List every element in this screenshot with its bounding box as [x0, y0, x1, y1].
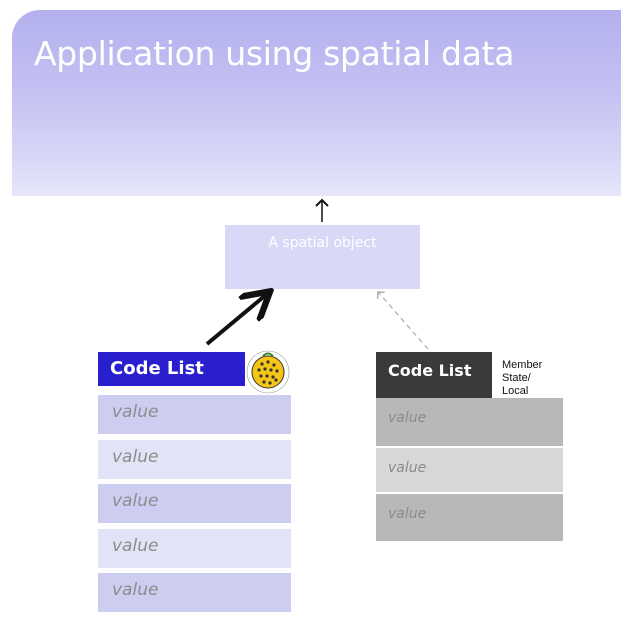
value-text: value — [112, 491, 159, 511]
code-list-value-row: value — [98, 439, 291, 479]
arrow-inspire-to-object — [205, 294, 267, 346]
value-text: value — [388, 460, 427, 476]
value-text: value — [388, 506, 427, 522]
code-list-value-row: value — [376, 448, 563, 492]
scope-line: State/ — [502, 372, 531, 384]
application-banner: Application using spatial data — [12, 10, 621, 196]
value-text: value — [112, 580, 159, 600]
spatial-object-label: A spatial object — [268, 235, 377, 251]
member-state-code-list-header: Code List — [376, 352, 492, 398]
value-text: value — [112, 535, 159, 556]
value-text: value — [388, 410, 427, 426]
inspire-code-list-header: Code List — [98, 352, 245, 386]
inspire-code-list-title: Code List — [110, 358, 204, 379]
code-list-value-row: value — [376, 398, 563, 446]
scope-line: Local — [502, 385, 529, 397]
member-state-code-list-title: Code List — [388, 361, 472, 380]
spatial-object-box: A spatial object — [225, 225, 420, 289]
scope-line: Member — [502, 359, 543, 371]
code-list-value-row: value — [98, 484, 291, 523]
code-list-value-row: value — [98, 528, 291, 568]
value-text: value — [112, 402, 159, 422]
value-text: value — [112, 446, 159, 467]
inspire-logo-icon — [245, 349, 291, 395]
member-state-scope-label: Member State/ Local — [502, 359, 558, 398]
banner-title: Application using spatial data — [34, 34, 515, 73]
code-list-value-row: value — [98, 573, 291, 612]
code-list-value-row: value — [376, 494, 563, 541]
inspire-code-list-values: value value value value value — [98, 395, 291, 618]
arrow-member-state-to-object — [376, 291, 429, 350]
code-list-value-row: value — [98, 395, 291, 434]
member-state-code-list-values: value value value — [376, 398, 563, 541]
